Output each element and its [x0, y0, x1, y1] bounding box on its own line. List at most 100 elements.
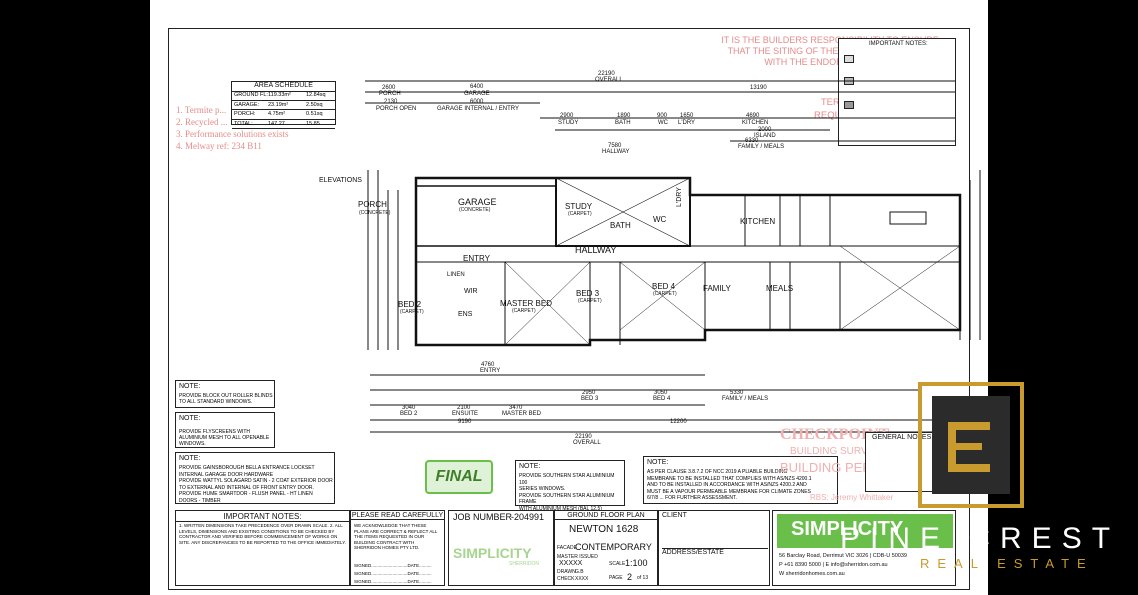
note-line: TO EXTERNAL AND INTERNAL OF FRONT ENTRY … — [179, 484, 314, 491]
brand-tagline: REAL ESTATE — [920, 556, 1094, 571]
legend-swatch — [844, 55, 854, 63]
area-cell: TOTAL: — [234, 120, 253, 127]
legend-title: IMPORTANT NOTES: — [869, 41, 928, 47]
area-cell: 2.50sq — [306, 101, 323, 108]
note-line: PROVIDE SOUTHERN STAR ALUMINIUM FRAME — [519, 492, 615, 506]
tb-scale-label: SCALE — [609, 561, 626, 567]
dim-b-total-left: 9190 — [458, 419, 472, 425]
note-line: SERIES WINDOWS. — [519, 486, 566, 492]
room-bed4: BED 4 — [652, 282, 676, 291]
dim-overall: 22190 — [598, 71, 615, 77]
room-linen: LINEN — [447, 272, 465, 278]
room-wir: WIR — [464, 288, 478, 295]
dim-ldry: 1650 — [680, 113, 694, 119]
dim-b-entry: 4760 — [481, 362, 495, 368]
dim-ldry-label: L'DRY — [678, 120, 696, 126]
dim-hallway: 7580 — [608, 143, 622, 149]
room-hallway: HALLWAY — [575, 245, 617, 255]
dim-b-master: 3470 — [509, 405, 523, 411]
dim-porch-open-label: PORCH OPEN — [376, 106, 417, 112]
dim-b-total-right: 12200 — [670, 419, 687, 425]
tb-drawn-label: DRAWN — [557, 569, 576, 575]
tb-read-title: PLEASE READ CAREFULLY — [351, 512, 444, 520]
tb-logo-simplicity: SIMPLICITY — [453, 545, 532, 561]
dim-b-entry-label: ENTRY — [480, 368, 501, 374]
note-line: THAT THE SITING OF THE BUILDING COMPLIES — [727, 46, 933, 56]
dim-wc-label: WC — [658, 120, 668, 126]
area-cell: PORCH: — [234, 111, 256, 117]
tb-check-label: CHECK — [557, 576, 575, 582]
note-flyscreens: NOTE: PROVIDE FLYSCREENS WITH ALUMINIUM … — [175, 412, 275, 448]
room-family: FAMILY — [703, 284, 731, 293]
tb-scale-val: 1:100 — [625, 558, 648, 568]
dim-b-bed4-label: BED 4 — [653, 396, 671, 402]
dim-family: 6330 — [745, 138, 759, 144]
tb-company-name: SIMPLICITY — [791, 518, 904, 540]
area-cell: 12.84sq — [306, 92, 326, 98]
dim-b-family: 5330 — [730, 390, 744, 396]
note-line: INTERNAL GARAGE DOOR HARDWARE — [179, 471, 274, 478]
checkpoint-rbs: RBS: Jeremy Whittaker — [810, 493, 894, 502]
tb-company-phone: P +61 8390 5000 | E info@sherridon.com.a… — [779, 562, 888, 568]
note-line: AS PER CLAUSE 3.8.7.2 OF NCC 2019 A PLIA… — [647, 469, 788, 475]
room-bed3: BED 3 — [576, 289, 600, 298]
tb-check-val: XXXX — [575, 576, 589, 582]
dim-family-label: FAMILY / MEALS — [738, 144, 785, 150]
note-line: MUST BE A VAPOUR PERMEABLE MEMBRANE FOR … — [647, 488, 811, 495]
dim-study-label: STUDY — [558, 120, 579, 126]
dim-b-ensuite-label: ENSUITE — [452, 411, 479, 417]
dim-bath-label: BATH — [615, 120, 631, 126]
area-cell: 4.75m² — [268, 111, 286, 117]
tb-important-body: 1. WRITTEN DIMENSIONS TAKE PRECEDENCE OV… — [179, 523, 346, 545]
dim-garage: 6400 — [470, 84, 484, 90]
dim-b-overall-label: OVERALL — [573, 440, 601, 446]
dim-b-ensuite: 2100 — [457, 405, 471, 411]
tb-company-logo: SIMPLICITY — [777, 514, 953, 548]
note-line: PROVIDE HUME SMARTDOR - FLUSH PANEL - HT… — [179, 491, 313, 497]
tb-master-issued: MASTER ISSUED — [557, 554, 598, 560]
room-porch: PORCH — [358, 200, 387, 209]
dim-b-bed2-label: BED 2 — [400, 411, 418, 417]
dim-island-label: ISLAND — [754, 133, 776, 139]
note-line: WITH THE ENDORSED PLANS. — [764, 57, 896, 67]
dim-wc: 900 — [657, 113, 668, 119]
room-wc: WC — [653, 215, 667, 224]
dim-study: 2900 — [560, 113, 574, 119]
dim-hallway-label: HALLWAY — [602, 149, 630, 155]
area-cell: 119.33m² — [268, 92, 291, 98]
room-master: MASTER BED — [500, 299, 553, 308]
room-bed2: BED 2 — [398, 300, 422, 309]
note-text: PROVIDE FLYSCREENS WITH ALUMINIUM MESH T… — [179, 429, 270, 447]
legend-swatch — [844, 101, 854, 109]
tb-signed: SIGNED.............................DATE.… — [354, 579, 432, 584]
room-kitchen: KITCHEN — [740, 217, 776, 226]
pine-crest-logo — [918, 382, 1024, 508]
note-line: MEMBRANE TO BE INSTALLED THAT COMPLIES W… — [647, 475, 812, 482]
final-stamp: FINAL — [425, 460, 493, 494]
note-line: PROVIDE GAINSBOROUGH BELLA ENTRANCE LOCK… — [179, 465, 315, 471]
red-notes-builder: IT IS THE BUILDERS RESPONSIBILITY TO ENS… — [715, 35, 945, 68]
dim-island: 2000 — [758, 127, 772, 133]
tb-plan: GROUND FLOOR PLAN NEWTON 1628 FACADE CON… — [554, 510, 658, 586]
tb-company: SIMPLICITY 56 Barclay Road, Derrimut VIC… — [772, 510, 956, 586]
tb-important-title: IMPORTANT NOTES: — [176, 512, 349, 522]
note-line: 3. Performance solutions exists — [176, 129, 289, 139]
tb-company-addr: 56 Barclay Road, Derrimut VIC 3026 | CDB… — [779, 553, 907, 559]
dim-b-overall: 22190 — [575, 434, 592, 440]
tb-drawn-val: G.B — [575, 569, 584, 575]
dim-overall-label: OVERALL — [595, 77, 623, 83]
area-cell: GARAGE: — [234, 101, 260, 108]
note-line: AND TO BE INSTALLED IN ACCORDANCE WITH A… — [647, 482, 807, 488]
area-cell: 0.51sq — [306, 111, 323, 117]
tb-address-label: ADDRESS/ESTATE — [662, 548, 768, 556]
general-notes-title: GENERAL NOTES — [872, 434, 932, 441]
note-blinds: NOTE: PROVIDE BLOCK OUT ROLLER BLINDS TO… — [175, 380, 275, 408]
dim-b-family-label: FAMILY / MEALS — [722, 396, 769, 402]
note-title: NOTE: — [519, 463, 541, 470]
tb-signed: SIGNED.............................DATE.… — [354, 571, 432, 576]
tb-facade: CONTEMPORARY — [575, 542, 652, 552]
room-bed2-sub: (CARPET) — [400, 309, 424, 315]
